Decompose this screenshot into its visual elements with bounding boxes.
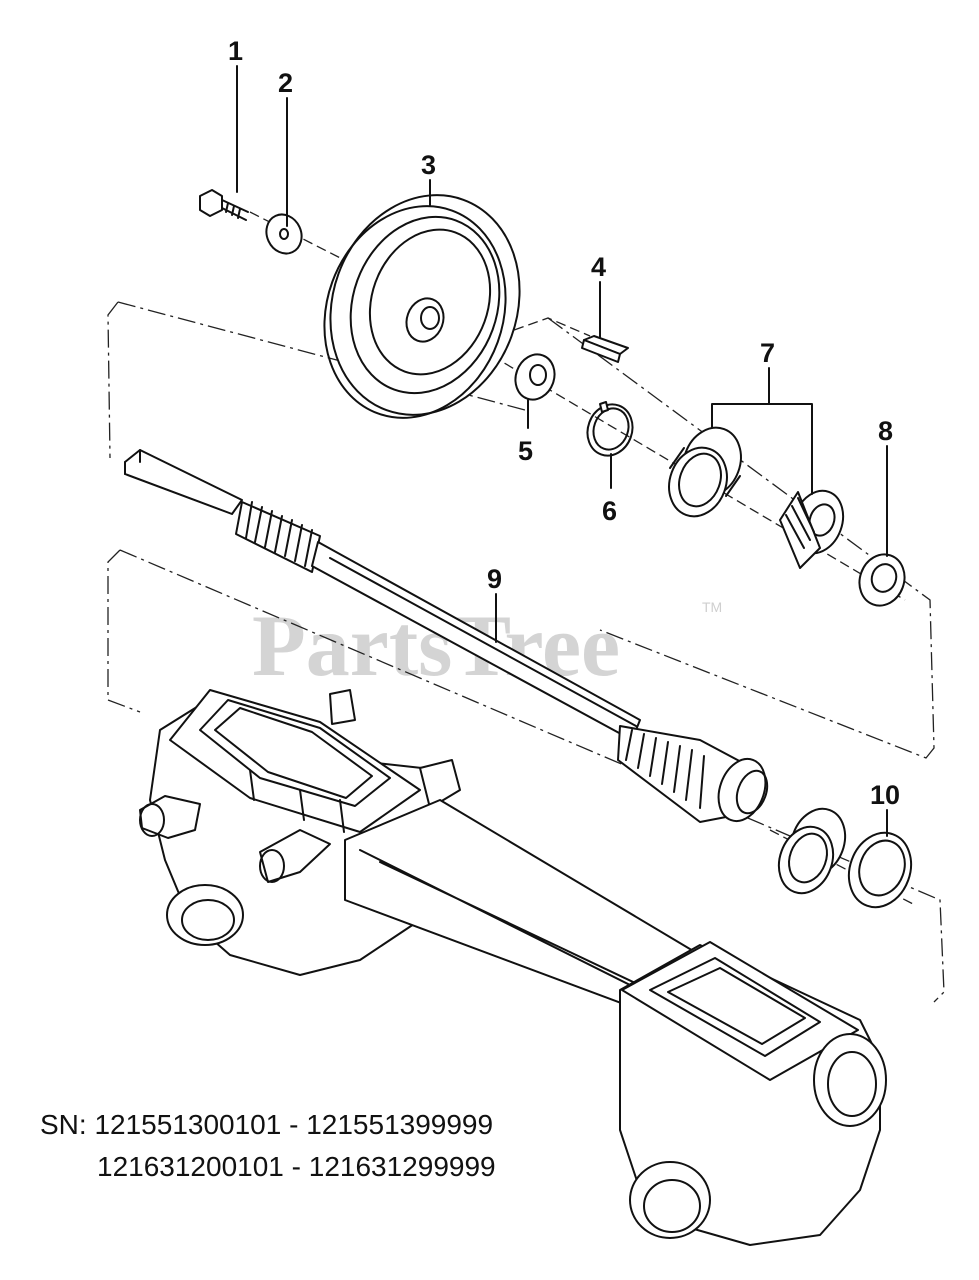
transmission-housing-part: [139, 689, 887, 1246]
callout-7: 7: [760, 338, 775, 368]
thrust-washer-part: [858, 553, 906, 607]
washer-part: [265, 213, 303, 255]
callout-10: 10: [870, 780, 900, 810]
watermark-trademark: TM: [702, 599, 722, 615]
pulley-part: [323, 194, 521, 419]
callout-2: 2: [278, 68, 293, 98]
serial-range-line-1: SN: 121551300101 - 121551399999: [40, 1109, 493, 1140]
callout-1: 1: [228, 36, 243, 66]
lower-bearing-part: [777, 807, 913, 909]
leader-7: [711, 367, 813, 495]
bolt-part: [199, 189, 249, 221]
callout-8: 8: [878, 416, 893, 446]
key-part: [581, 335, 629, 363]
centerline-pulley-to-bearing: [439, 324, 906, 601]
flat-washer-part: [514, 353, 556, 401]
callout-4: 4: [591, 252, 606, 282]
serial-range-line-2: 121631200101 - 121631299999: [97, 1151, 496, 1182]
callout-5: 5: [518, 436, 533, 466]
lower-assembly-outline: [107, 549, 945, 1003]
centerline-key: [499, 317, 591, 337]
snap-ring-part: [586, 401, 634, 457]
callout-3: 3: [421, 150, 436, 180]
callout-9: 9: [487, 564, 502, 594]
callout-6: 6: [602, 496, 617, 526]
worm-shaft-part: [124, 449, 769, 823]
tapered-bearing-part: [668, 426, 845, 569]
